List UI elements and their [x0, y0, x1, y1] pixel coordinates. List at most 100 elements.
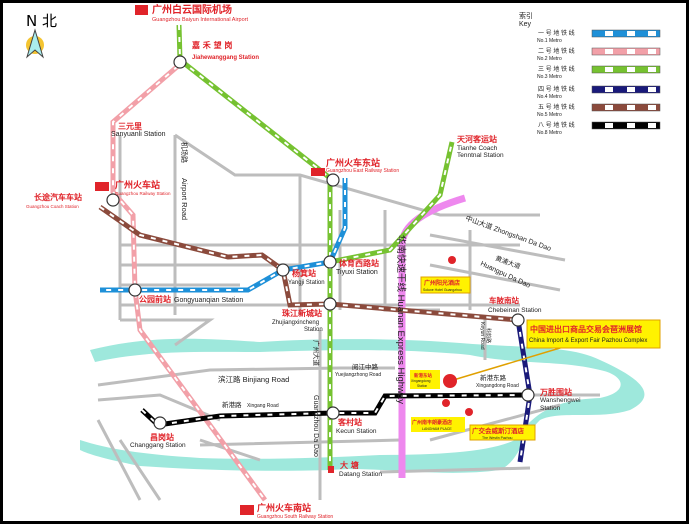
langham-box: [411, 417, 465, 432]
legend-swatch-dash: [627, 105, 635, 110]
fair-zh: 中国进出口商品交易会琶洲展馆: [530, 324, 642, 334]
fair-marker: [443, 374, 457, 388]
yuejiang-road-zh: 阅江中路: [352, 362, 379, 371]
legend-swatch: [591, 65, 661, 74]
datang-en: Datang Station: [339, 471, 382, 478]
soluxe-marker: [448, 256, 456, 264]
pearl-river: [80, 338, 645, 473]
westin-marker: [465, 408, 473, 416]
legend-swatch-dash: [648, 105, 656, 110]
legend-item-zh: 一 号 地 铁 线: [538, 29, 575, 37]
gz-rail-en: Guangzhou Railway Station: [115, 191, 171, 196]
legend-swatch-dash: [648, 67, 656, 72]
xingangdong-zh: 新港东站: [414, 372, 432, 379]
arrow-icon: [26, 28, 44, 59]
kecun-en: Kecun Station: [336, 428, 377, 435]
westin-box: [469, 424, 536, 441]
legend-item: 四 号 地 铁 线No.4 Metro: [537, 85, 661, 100]
kecun-zh: 客村站: [337, 417, 362, 427]
changgang-en: Changgang Station: [130, 442, 186, 449]
station-labels: 广州白云国际机场 Guangzhou Baiyun International …: [26, 3, 581, 520]
guangzhou-dadao-zh: 广州大道: [312, 340, 321, 367]
legend-swatch-dash: [605, 49, 613, 54]
xingang-road-en: Xingang Road: [247, 403, 279, 409]
coach-zh: 长途汽车车站: [34, 192, 82, 202]
legend-swatch-dash: [648, 31, 656, 36]
airport-zh: 广州白云国际机场: [152, 3, 232, 16]
legend-swatch-dash: [605, 31, 613, 36]
zhujiang-zh: 珠江新城站: [282, 308, 322, 318]
legend-item: 三 号 地 铁 线No.3 Metro: [537, 65, 661, 80]
legend-swatch: [591, 121, 661, 130]
south-rail-en: Guangzhou South Railway Station: [257, 514, 333, 520]
sanyuanli-zh: 三元里: [118, 122, 142, 131]
chebeinan-zh: 车陂南站: [489, 295, 519, 305]
keyun-road-en: Keyun Road: [479, 322, 485, 350]
xingangdong-en1: Xingangdong: [411, 379, 431, 383]
legend-swatch-dash: [627, 67, 635, 72]
tiyuxi-zh: 体育西路站: [339, 258, 379, 268]
legend-item-zh: 二 号 地 铁 线: [538, 47, 575, 55]
westin-en: The Westin Pazhou: [482, 436, 513, 440]
legend-title-zh: 索引: [519, 11, 533, 20]
metro-line-1: [100, 178, 348, 293]
yangji-en: Yangji Station: [288, 280, 325, 286]
tianhe-en1: Tianhe Coach: [457, 145, 498, 152]
legend-swatch-dash: [648, 123, 656, 128]
xingang-road-zh: 新港路: [222, 400, 242, 409]
legend-item: 五 号 地 铁 线No.5 Metro: [537, 103, 661, 118]
wanshengwei-en1: Wanshengwei: [540, 397, 581, 404]
legend-item-en: No.5 Metro: [537, 112, 562, 118]
xingangdong-en2: Station: [417, 384, 427, 388]
legend-item-en: No.3 Metro: [537, 74, 562, 80]
south-rail-zh: 广州火车南站: [257, 502, 311, 514]
north-arrow: N 北: [26, 12, 57, 59]
legend-item-zh: 五 号 地 铁 线: [538, 103, 575, 111]
wanshengwei-en2: Station: [540, 405, 561, 412]
metro-entrance-icon: [328, 466, 334, 473]
xingangdong-box: [410, 370, 440, 389]
metro-line-2: [110, 64, 268, 502]
legend-item-en: No.4 Metro: [537, 94, 562, 100]
legend-swatch-dash: [627, 123, 635, 128]
airport-icon: [135, 5, 148, 15]
legend-item-en: No.1 Metro: [537, 38, 562, 44]
tiyuxi-en: Tiyuxi Station: [336, 269, 378, 276]
legend-swatch: [591, 47, 661, 56]
metro-line-5: [98, 204, 519, 323]
changgang-zh: 昌岗站: [150, 432, 174, 442]
legend-swatch: [591, 103, 661, 112]
map-background: [3, 3, 686, 521]
east-rail-zh: 广州火车东站: [326, 157, 380, 169]
legend-swatch-dash: [605, 123, 613, 128]
sanyuanli-en: Sanyuanli Station: [111, 131, 166, 138]
fair-en: China Import & Export Fair Pazhou Comple…: [529, 338, 647, 344]
jiahe-en: Jiahewanggang Station: [192, 55, 259, 61]
wanshengwei-zh: 万胜围站: [539, 387, 572, 397]
langham-en: LANGHAM PLACE: [422, 427, 452, 431]
langham-zh: 广州南丰朗豪酒店: [412, 419, 452, 426]
legend-swatch: [591, 29, 661, 38]
legend-swatch-dash: [627, 31, 635, 36]
north-label: N 北: [26, 12, 57, 30]
datang-zh: 大 塘: [340, 460, 359, 470]
legend-item: 二 号 地 铁 线No.2 Metro: [537, 47, 661, 62]
interchange-stations: [106, 55, 535, 430]
airport-road-en: Airport Road: [180, 178, 189, 220]
westin-zh: 广交会威斯汀酒店: [472, 426, 525, 435]
guangzhou-dadao-en: Guangzhou Da Dao: [312, 395, 319, 457]
legend-swatch: [591, 85, 661, 94]
xingangdong-road-zh: 新港东路: [480, 373, 507, 382]
places: 广州阳光酒店 Soluxe Hotel Guangzhou 中国进出口商品交易会…: [410, 256, 661, 441]
soluxe-zh: 广州阳光酒店: [424, 279, 460, 287]
coach-en: Guangzhou Coach Station: [26, 204, 79, 209]
zhujiang-en1: Zhujiangxincheng: [272, 320, 319, 326]
gongyuanqian-zh: 公园前站: [139, 294, 171, 304]
legend-swatch-dash: [648, 87, 656, 92]
gz-rail-zh: 广州火车站: [115, 179, 160, 191]
south-rail-icon: [240, 505, 254, 515]
binjiang-road: 滨江路 Binjiang Road: [218, 374, 289, 384]
east-rail-icon: [311, 168, 325, 176]
